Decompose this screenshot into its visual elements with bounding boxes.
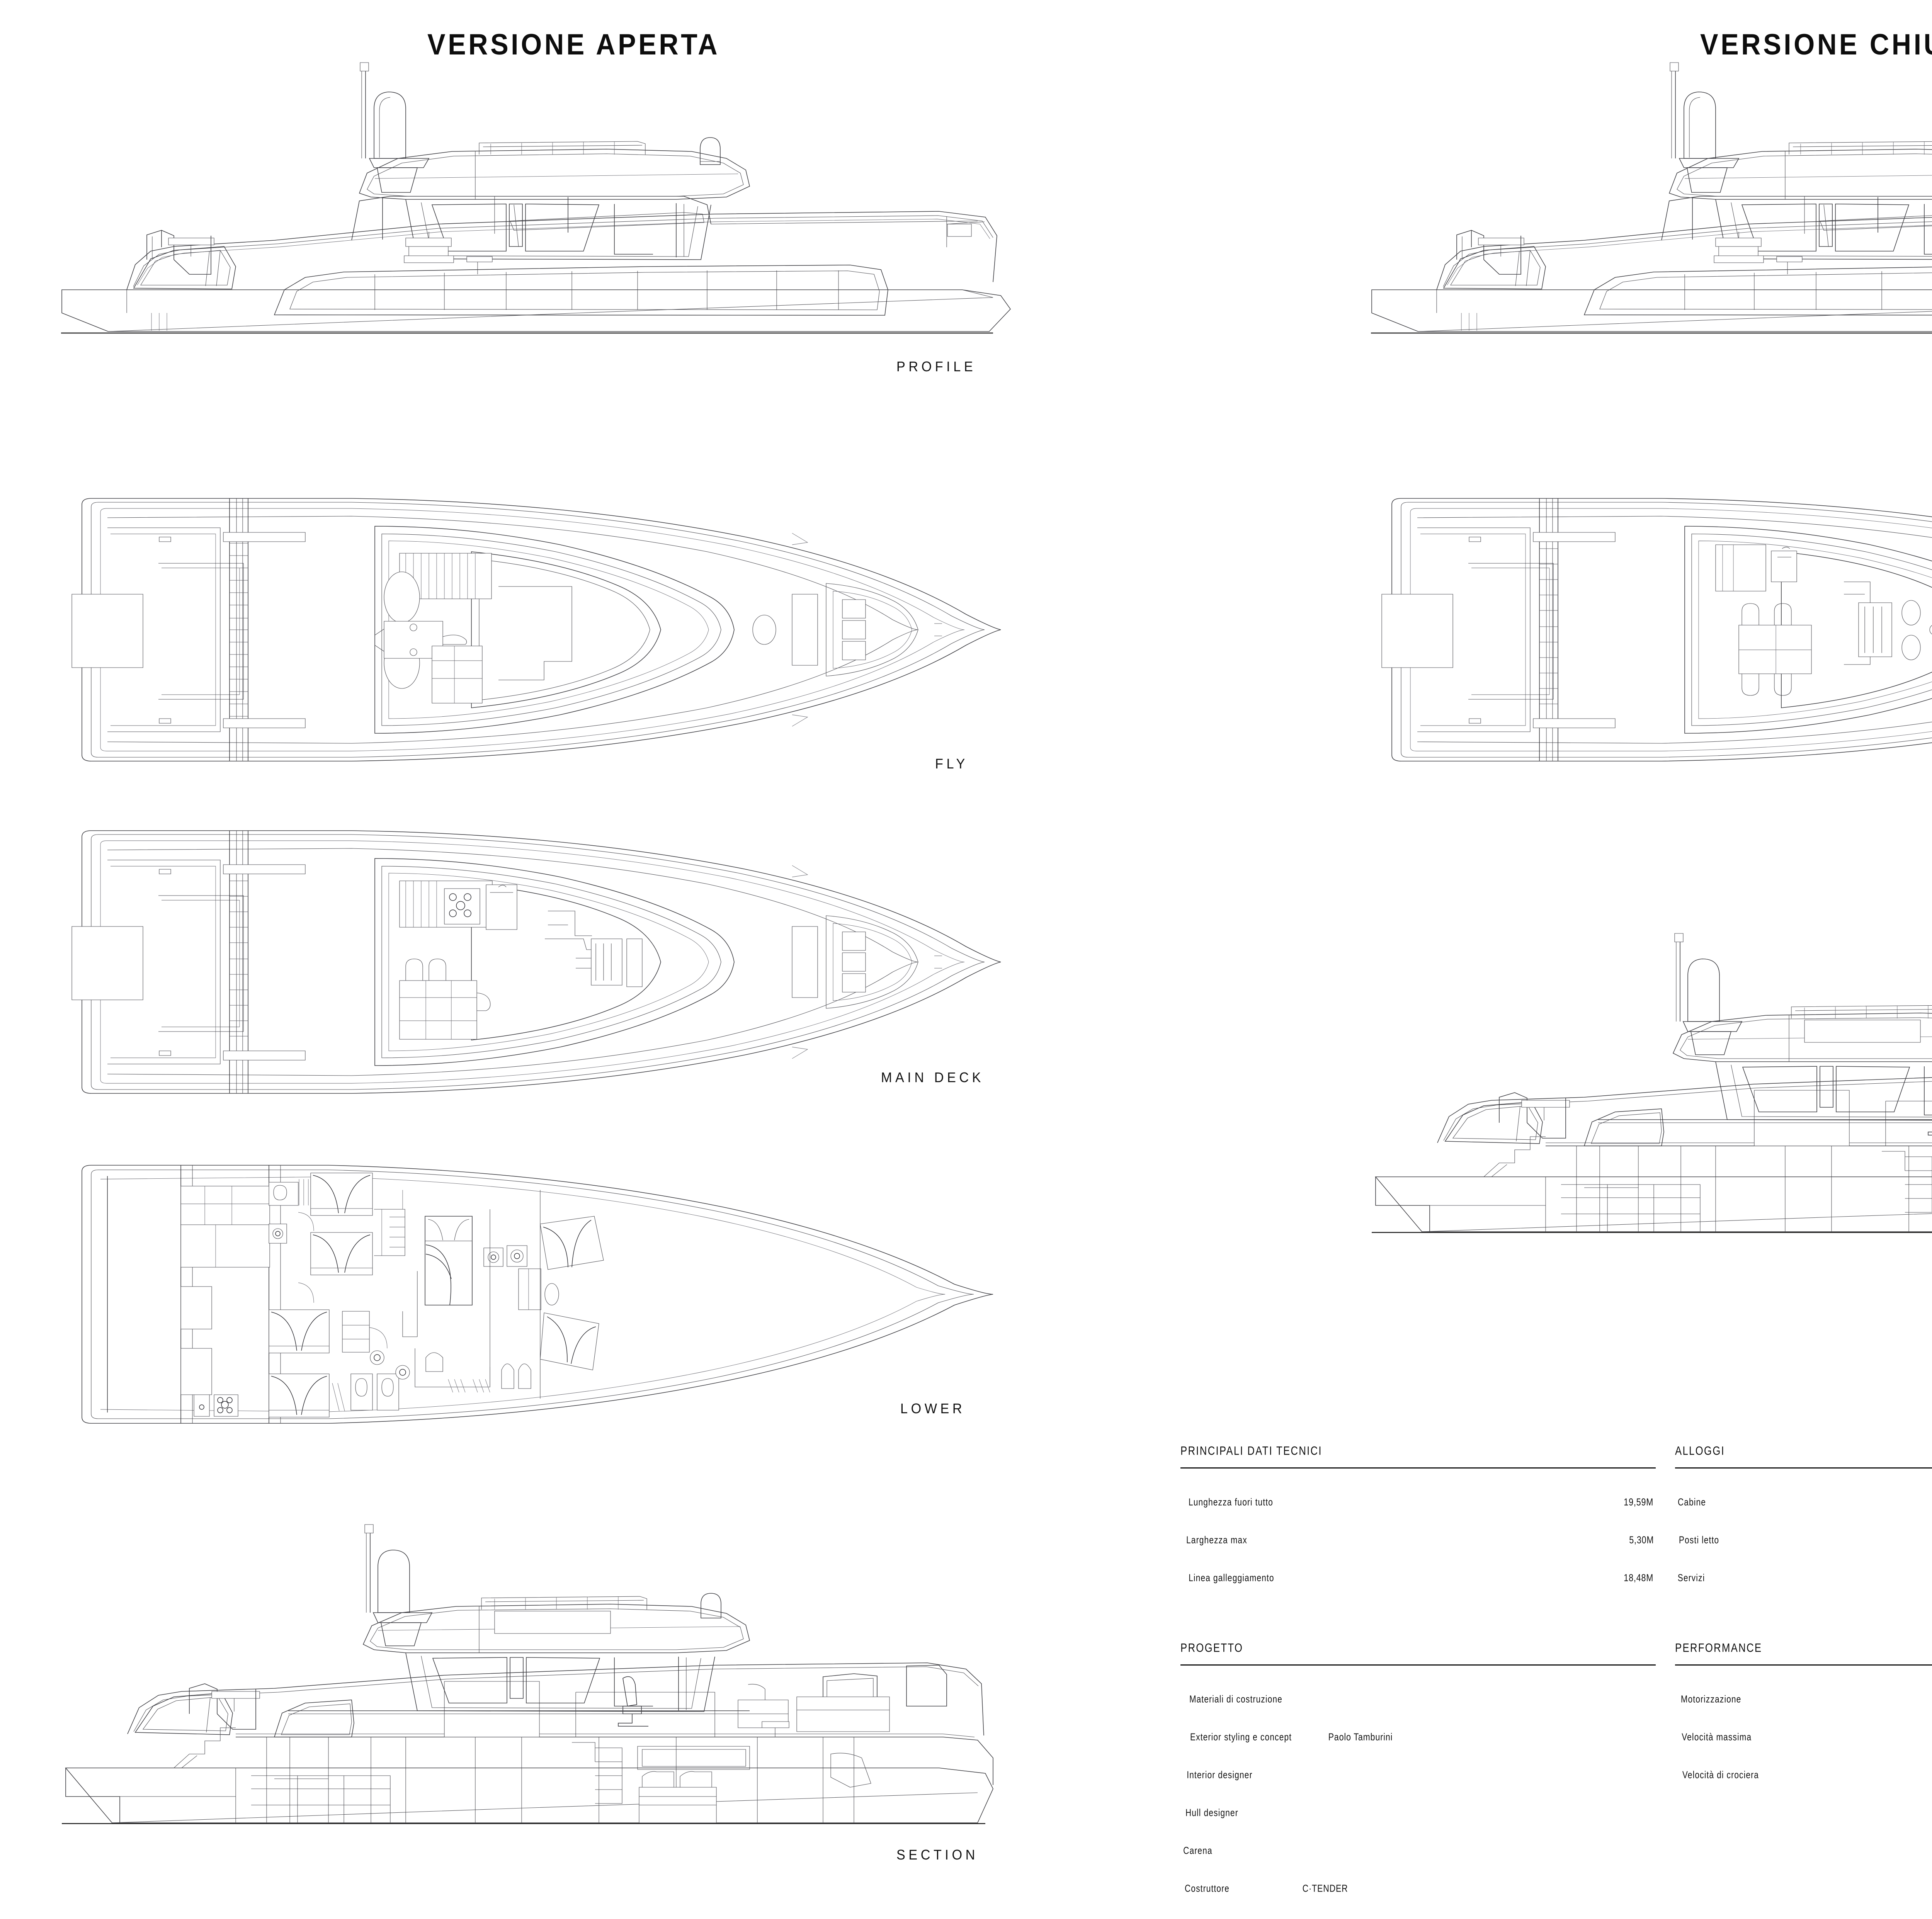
spec-group-title: ALLOGGI	[1675, 1444, 1725, 1458]
spec-key: Exterior styling e concept	[1190, 1731, 1292, 1743]
spec-row: Interior designer	[1180, 1769, 1656, 1807]
spec-row: Larghezza max 5,30M	[1180, 1534, 1656, 1572]
spec-row: Posti letto 6+2 crew	[1675, 1534, 1932, 1572]
spec-group-title: PROGETTO	[1180, 1641, 1243, 1655]
spec-value: C·TENDER	[1302, 1883, 1348, 1894]
spec-key: Motorizzazione	[1680, 1693, 1742, 1705]
view-label-left-main-deck: MAIN DECK	[881, 1069, 984, 1085]
spec-group-principali-dati-tecnici: PRINCIPALI DATI TECNICI Lunghezza fuori …	[1180, 1444, 1656, 1610]
spec-key: Carena	[1183, 1845, 1213, 1856]
spec-row: Hull designer	[1180, 1807, 1656, 1845]
spec-key: Interior designer	[1187, 1769, 1253, 1781]
spec-key: Costruttore	[1185, 1883, 1230, 1894]
drawing-left-lower	[58, 1155, 1016, 1433]
spec-row: Exterior styling e concept Paolo Tamburi…	[1180, 1731, 1656, 1769]
spec-divider	[1675, 1467, 1932, 1469]
spec-divider	[1180, 1664, 1656, 1666]
view-label-left-fly: FLY	[935, 756, 968, 772]
spec-key: Cabine	[1677, 1496, 1706, 1508]
spec-row: Lunghezza fuori tutto 19,59M	[1180, 1496, 1656, 1535]
drawing-right-profile	[1368, 42, 1932, 352]
spec-group-progetto: PROGETTO Materiali di costruzione Exteri…	[1180, 1641, 1656, 1919]
spec-row: Cabine 3+1 crew	[1675, 1496, 1932, 1535]
spec-value: 18,48M	[1623, 1572, 1653, 1584]
spec-key: Velocità massima	[1682, 1731, 1752, 1743]
spec-row: Materiali di costruzione	[1180, 1693, 1656, 1732]
title-versione-aperta: VERSIONE APERTA	[427, 28, 720, 61]
spec-divider	[1675, 1664, 1932, 1666]
spec-row: Linea galleggiamento 18,48M	[1180, 1572, 1656, 1610]
drawing-right-section	[1368, 900, 1932, 1248]
spec-key: Servizi	[1677, 1572, 1705, 1584]
view-label-left-section: SECTION	[896, 1847, 978, 1863]
spec-key: Materiali di costruzione	[1189, 1693, 1282, 1705]
spec-key: Lunghezza fuori tutto	[1188, 1496, 1273, 1508]
spec-row: Costruttore C·TENDER	[1180, 1883, 1656, 1919]
spec-divider	[1180, 1467, 1656, 1469]
spec-group-title: PRINCIPALI DATI TECNICI	[1180, 1444, 1322, 1458]
drawing-left-profile	[58, 42, 1016, 352]
spec-key: Hull designer	[1185, 1807, 1238, 1819]
spec-value: Paolo Tamburini	[1328, 1731, 1393, 1743]
spec-key: Linea galleggiamento	[1189, 1572, 1274, 1584]
drawing-right-main-deck	[1368, 491, 1932, 769]
drawing-left-section	[58, 1491, 1016, 1839]
spec-row: Velocità massima 27Kn	[1675, 1731, 1932, 1769]
spec-key: Larghezza max	[1186, 1534, 1247, 1546]
spec-row: Motorizzazione 2 x Volvo Penta IPS 1050 …	[1675, 1693, 1932, 1732]
title-versione-chiusa: VERSIONE CHIUSA	[1700, 28, 1932, 61]
view-label-left-lower: LOWER	[900, 1401, 966, 1416]
drawing-left-fly	[58, 491, 1016, 769]
spec-row: Velocità di crociera 24Kn	[1675, 1769, 1932, 1807]
spec-value: 5,30M	[1629, 1534, 1654, 1546]
specifications-table: PRINCIPALI DATI TECNICI Lunghezza fuori …	[1180, 1444, 1932, 1901]
spec-value: 19,59M	[1623, 1496, 1653, 1508]
spec-key: Velocità di crociera	[1682, 1769, 1759, 1781]
spec-key: Posti letto	[1679, 1534, 1719, 1546]
spec-row: Carena	[1180, 1845, 1656, 1883]
spec-row: Servizi 4+1 crew	[1675, 1572, 1932, 1610]
spec-group-performance: PERFORMANCE Motorizzazione 2 x Volvo Pen…	[1675, 1641, 1932, 1807]
spec-group-alloggi: ALLOGGI Cabine 3+1 crew Posti letto 6+2 …	[1675, 1444, 1932, 1610]
spec-group-title: PERFORMANCE	[1675, 1641, 1762, 1655]
drawing-left-main-deck	[58, 823, 1016, 1101]
view-label-left-profile: PROFILE	[896, 359, 976, 374]
